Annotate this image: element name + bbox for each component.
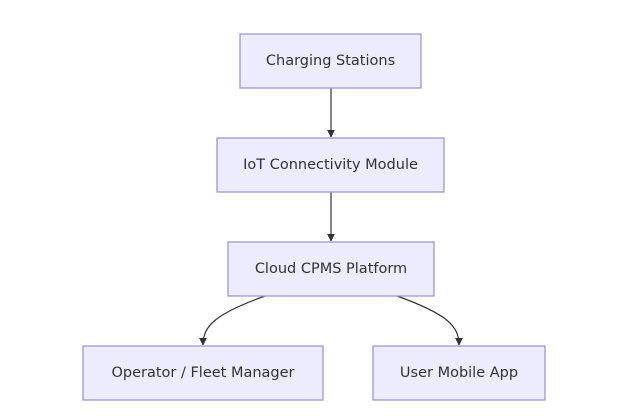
edges xyxy=(199,88,463,346)
node-box xyxy=(227,241,435,297)
node-box xyxy=(372,345,546,401)
node-box xyxy=(216,137,445,193)
edge-cloud-cpms-to-operator xyxy=(199,295,266,346)
node-label: Operator / Fleet Manager xyxy=(111,365,294,381)
node-user-mobile-app: User Mobile App xyxy=(372,345,546,401)
node-box xyxy=(82,345,324,401)
node-box xyxy=(239,33,422,89)
edge-cloud-cpms-to-user-app xyxy=(396,295,463,346)
node-iot-connectivity-module: IoT Connectivity Module xyxy=(216,137,445,193)
node-cloud-cpms-platform: Cloud CPMS Platform xyxy=(227,241,435,297)
node-label: IoT Connectivity Module xyxy=(243,157,418,173)
node-operator-fleet-manager: Operator / Fleet Manager xyxy=(82,345,324,401)
node-label: User Mobile App xyxy=(400,365,518,381)
node-label: Cloud CPMS Platform xyxy=(255,261,407,277)
node-charging-stations: Charging Stations xyxy=(239,33,422,89)
node-label: Charging Stations xyxy=(266,53,395,69)
